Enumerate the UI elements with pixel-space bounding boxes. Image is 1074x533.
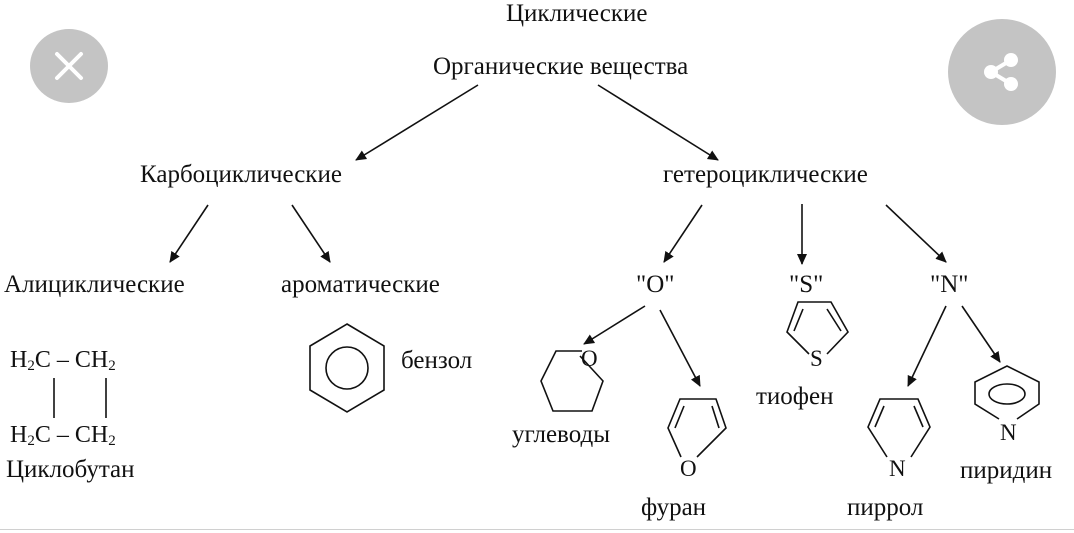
share-button[interactable]: [948, 19, 1056, 125]
subscript: 2: [27, 358, 35, 374]
close-button[interactable]: [30, 29, 108, 103]
furan-ring: [667, 398, 727, 458]
share-icon: [984, 53, 1018, 91]
benzene-label: бензол: [401, 347, 473, 374]
arrow-root-carbo: [355, 84, 479, 161]
ch-group: CH: [74, 422, 109, 448]
s-group-node: "S": [789, 271, 824, 298]
thiophene-double-bond-right: [826, 308, 842, 332]
pyrrole-double-bond-right: [913, 405, 924, 428]
arrow-carbo-aromatic: [291, 204, 331, 263]
thiophene-double-bond-left: [793, 308, 804, 332]
o-group-node: "O": [636, 271, 675, 298]
pyrrole-ring: [867, 398, 931, 458]
arrow-hetero-n: [885, 204, 947, 263]
furan-label: фуран: [641, 494, 707, 521]
cyclobutane-bottom-row: H2C – CH2: [10, 423, 116, 449]
atom-n-pyridine: N: [1000, 420, 1017, 445]
arrow-carbo-alicyclic: [169, 204, 209, 263]
n-group-node: "N": [930, 271, 969, 298]
cyclobutane-label: Циклобутан: [6, 456, 135, 483]
atom-o-carbohydrate: O: [581, 346, 598, 371]
benzene-inner-circle: [325, 346, 369, 390]
benzene-ring: [309, 323, 385, 413]
pyridine-label: пиридин: [960, 457, 1053, 484]
pyrrole-label: пиррол: [847, 494, 924, 521]
bond-dash: –: [56, 347, 69, 373]
c-atom: C: [34, 422, 51, 448]
furan-double-bond-right: [711, 405, 720, 429]
thiophene-label: тиофен: [756, 383, 834, 410]
h-atom: H: [10, 422, 28, 448]
root-node: Органические вещества: [433, 53, 689, 80]
subscript: 2: [27, 433, 35, 449]
arrow-o-furan: [659, 309, 701, 387]
alicyclic-node: Алициклические: [4, 271, 185, 298]
thiophene-ring: [786, 301, 849, 355]
carbohydrates-label: углеводы: [512, 421, 610, 448]
atom-s-thiophene: S: [810, 346, 823, 371]
bottom-divider: [0, 529, 1074, 530]
arrow-n-pyridine: [961, 305, 1001, 363]
aromatic-node: аромaтические: [281, 271, 440, 298]
pyridine-inner-ring: [988, 383, 1026, 405]
subscript: 2: [108, 433, 116, 449]
subscript: 2: [108, 358, 116, 374]
pyridine-ring: [974, 365, 1040, 420]
arrow-n-pyrrole: [907, 305, 947, 387]
arrow-o-carbohydrates: [583, 305, 646, 345]
top-label: Циклические: [506, 0, 648, 27]
carbocyclic-node: Карбоциклические: [140, 161, 342, 188]
furan-double-bond-left: [674, 405, 685, 429]
close-icon: [55, 52, 83, 80]
pyrrole-double-bond-left: [874, 405, 885, 428]
heterocyclic-node: гетероциклические: [663, 161, 868, 188]
cyclobutane-top-row: H2C – CH2: [10, 348, 116, 374]
c-atom: C: [34, 347, 51, 373]
atom-n-pyrrole: N: [889, 456, 906, 481]
atom-o-furan: O: [680, 456, 697, 481]
arrow-root-hetero: [597, 84, 719, 161]
carbohydrate-ring: [540, 350, 604, 412]
arrow-hetero-o: [663, 204, 703, 263]
bond-dash: –: [56, 422, 69, 448]
ch-group: CH: [74, 347, 109, 373]
h-atom: H: [10, 347, 28, 373]
